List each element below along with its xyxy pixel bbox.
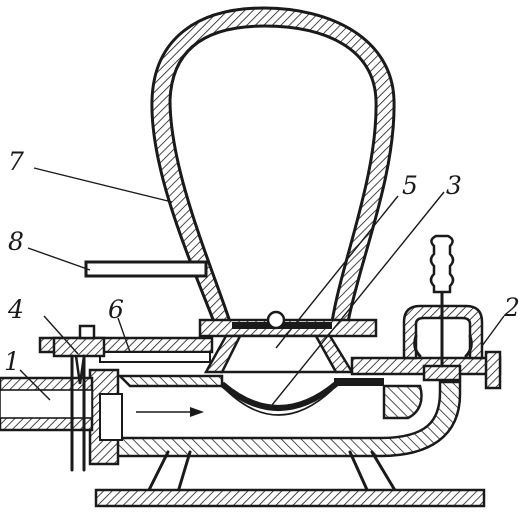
leader-7 [33, 167, 173, 203]
leader-2 [481, 315, 505, 347]
needle [74, 355, 86, 385]
callout-2: 2 [503, 293, 520, 322]
pipe-bottom-wall [102, 380, 462, 458]
leader-lines [19, 167, 505, 411]
dome-stud [266, 310, 286, 330]
fitting-block [52, 336, 106, 358]
coupling-nut [99, 393, 123, 441]
pipe-top-wall [116, 374, 224, 388]
leg-right [370, 450, 398, 494]
check-valve-2 [402, 234, 484, 382]
right-end-cap [484, 350, 502, 390]
flow-arrow [190, 407, 204, 417]
leg-mid-right [348, 450, 370, 494]
callout-7: 7 [8, 147, 24, 176]
valve-seat [422, 364, 462, 382]
callout-labels: 7 8 4 6 1 5 3 2 [4, 147, 520, 376]
leader-6 [117, 317, 131, 353]
valve-nozzle [429, 234, 455, 294]
callout-4: 4 [7, 295, 24, 324]
elbow-inner [382, 384, 423, 420]
leader-5 [275, 195, 399, 349]
base-plate [94, 488, 486, 508]
valve-left-wall [203, 334, 243, 374]
callout-6: 6 [108, 295, 124, 324]
callout-1: 1 [4, 347, 20, 376]
callout-5: 5 [402, 171, 418, 200]
leader-1 [19, 369, 51, 401]
left-coupling [88, 368, 123, 466]
handle-rod-8 [84, 260, 208, 278]
leader-3 [267, 191, 445, 411]
leader-8 [27, 247, 91, 271]
channel-6 [99, 351, 211, 363]
bolt-head [78, 324, 96, 340]
spring-right [464, 334, 473, 358]
fitting-4 [52, 324, 106, 472]
diaphragm [220, 381, 338, 411]
gasket-right [334, 378, 384, 386]
inlet-pipe [0, 376, 94, 432]
leader-4 [43, 315, 79, 355]
leg-left [146, 450, 170, 494]
lower-pipe [102, 374, 462, 458]
leg-mid-left [176, 450, 192, 494]
inlet-pipe-bore [0, 389, 93, 419]
stand [94, 450, 486, 508]
diaphragm-under [225, 389, 333, 416]
callout-3: 3 [446, 171, 462, 200]
valve-body [203, 334, 355, 374]
callout-8: 8 [8, 227, 24, 256]
spring-left [413, 334, 422, 358]
handle-rod [84, 260, 208, 278]
